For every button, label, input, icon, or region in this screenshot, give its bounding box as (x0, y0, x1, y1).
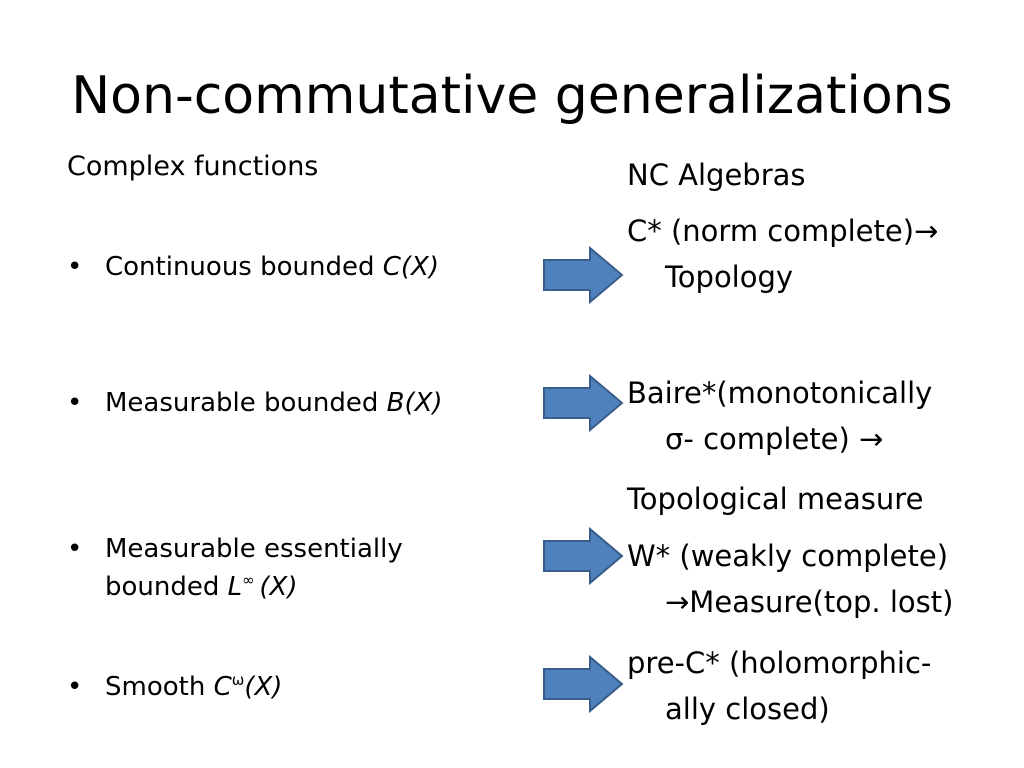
right-item-line-1: Topological measure (627, 482, 924, 516)
bullet-dot: • (67, 672, 83, 702)
right-item-line-1: Baire*(monotonically (627, 376, 933, 410)
left-column-heading: Complex functions (67, 151, 319, 182)
bullet-symbol: C(X) (382, 252, 440, 282)
bullet-symbol-args: (X) (244, 672, 283, 702)
bullet-prefix: Continuous bounded (105, 252, 383, 282)
bullet-symbol-base: L (227, 572, 243, 602)
bullet-dot: • (67, 534, 83, 564)
right-item-cstar: C* (norm complete)→ Topology (627, 208, 938, 300)
right-item-wstar: W* (weakly complete) →Measure(top. lost) (627, 533, 953, 625)
right-item-line-2: σ- complete) → (665, 422, 884, 456)
right-arrow-icon (543, 527, 624, 585)
right-item-pre-cstar: pre-C* (holomorphic- ally closed) (627, 640, 931, 732)
right-arrow-icon (543, 374, 624, 432)
right-item-line-2: →Measure(top. lost) (665, 585, 954, 619)
bullet-dot: • (67, 388, 83, 418)
right-item-line-2: Topology (665, 260, 794, 294)
bullet-prefix: bounded (105, 572, 228, 602)
bullet-dot: • (67, 252, 83, 282)
bullet-prefix: Smooth (105, 672, 214, 702)
right-item-line-1: C* (norm complete)→ (627, 214, 939, 248)
right-column-heading: NC Algebras (627, 158, 806, 192)
bullet-line-2: bounded L∞ (X) (105, 568, 403, 606)
right-item-line-1: pre-C* (holomorphic- (627, 646, 932, 680)
right-item-line-1: W* (weakly complete) (627, 539, 949, 573)
bullet-symbol-superscript: ω (231, 671, 245, 689)
right-arrow-icon (543, 655, 624, 713)
right-item-baire: Baire*(monotonically σ- complete) → (627, 370, 932, 462)
bullet-text: Measurable essentially bounded L∞ (X) (105, 530, 403, 606)
slide-title: Non-commutative generalizations (71, 66, 953, 126)
right-arrow-icon (543, 246, 624, 304)
right-item-line-2: ally closed) (665, 692, 830, 726)
bullet-symbol: B(X) (386, 388, 443, 418)
bullet-line-1: Measurable essentially (105, 534, 403, 564)
bullet-symbol-superscript: ∞ (242, 571, 260, 589)
bullet-text: Smooth Cω(X) (105, 668, 282, 706)
bullet-text: Measurable bounded B(X) (105, 384, 443, 422)
bullet-symbol-args: (X) (259, 572, 298, 602)
right-item-topological-measure: Topological measure (627, 476, 923, 522)
bullet-symbol-base: C (213, 672, 232, 702)
bullet-text: Continuous bounded C(X) (105, 248, 439, 286)
bullet-prefix: Measurable bounded (105, 388, 387, 418)
